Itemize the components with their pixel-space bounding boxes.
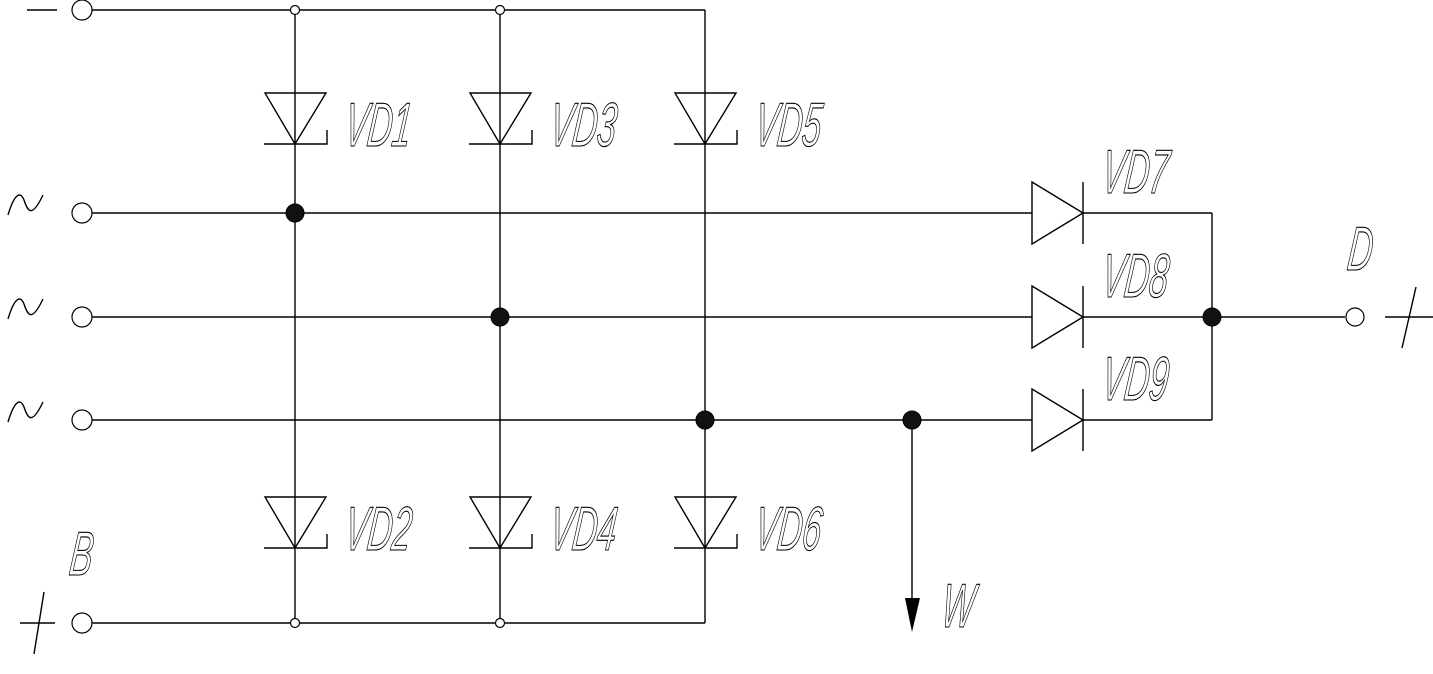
terminal-ac-2 (71, 306, 93, 328)
junction-dot (285, 203, 305, 223)
diode-vd3 (468, 92, 533, 146)
diode-vd7 (1031, 180, 1085, 246)
label-d: D (1344, 213, 1377, 283)
diode-label: VD5 (751, 89, 826, 159)
junction-dot (902, 410, 922, 430)
junction-dot (490, 307, 510, 327)
diode-vd4 (468, 496, 533, 550)
junction-small (494, 617, 506, 629)
diode-vd9 (1031, 387, 1085, 453)
diode-triangle (1031, 284, 1085, 350)
terminal-ac-3 (71, 409, 93, 431)
diode-vd6 (673, 496, 738, 550)
diode-label: VD7 (1098, 136, 1174, 206)
ac-symbol (7, 194, 44, 216)
junction-small (289, 617, 301, 629)
diode-vd2 (263, 496, 328, 550)
diode-label: VD8 (1098, 240, 1173, 310)
diode-label: VD2 (341, 493, 416, 563)
terminal-plus-d (1345, 307, 1365, 327)
junction-small (494, 4, 506, 16)
plus-symbol (33, 591, 45, 655)
diode-label: VD4 (546, 493, 621, 563)
diode-triangle (1031, 180, 1085, 246)
wires (92, 9, 1345, 632)
arrow-down-icon (905, 598, 920, 632)
junction-dot (1202, 307, 1222, 327)
diode-label: VD9 (1098, 343, 1173, 413)
diode-triangle (673, 496, 738, 550)
junction-dot (695, 410, 715, 430)
terminals (71, 0, 1365, 634)
terminal-minus (71, 0, 93, 21)
label-w: W (938, 570, 981, 640)
terminal-plus-b (71, 612, 93, 634)
output-diodes (1031, 180, 1085, 453)
plus-symbol (1401, 286, 1417, 349)
diode-cathode (264, 534, 328, 549)
bridge-diodes (263, 92, 738, 550)
junctions (285, 4, 1222, 629)
diode-vd1 (263, 92, 328, 146)
diode-label: VD3 (546, 89, 621, 159)
diode-cathode (674, 534, 738, 549)
diode-label: VD1 (341, 89, 416, 159)
ac-symbol (7, 298, 44, 320)
diode-triangle (468, 496, 533, 550)
diode-triangle (1031, 387, 1085, 453)
diode-cathode (469, 130, 533, 145)
diode-cathode (469, 534, 533, 549)
diode-vd5 (673, 92, 738, 146)
diode-triangle (263, 92, 328, 146)
diode-triangle (673, 92, 738, 146)
diode-cathode (264, 130, 328, 145)
diode-triangle (263, 496, 328, 550)
diode-cathode (674, 130, 738, 145)
ac-symbol (7, 401, 44, 423)
diode-vd8 (1031, 284, 1085, 350)
label-b: B (66, 518, 97, 588)
junction-small (289, 4, 301, 16)
symbols (7, 9, 1433, 655)
terminal-ac-1 (71, 202, 93, 224)
diode-label: VD6 (751, 493, 826, 563)
diode-triangle (468, 92, 533, 146)
